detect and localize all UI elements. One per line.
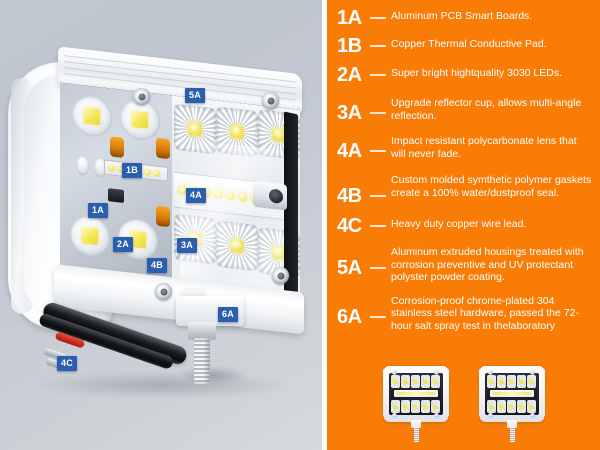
led-pod-thumbnail-right [476,364,548,444]
spec-text: Super bright hightquality 3030 LEDs. [391,67,563,79]
spec-dash-icon [370,74,386,76]
spec-dash-icon [370,195,386,197]
stainless-steel-bolt [194,338,210,384]
spec-item-4a: 4A Impact resistant polycarbonate lens t… [327,133,600,161]
spec-dash-icon [370,45,386,47]
led-light-pod-assembly: 5A 1B 4A 1A 2A 3A 4B 6A 4C [0,0,322,450]
thumb-stud [506,420,517,428]
callout-badge-5a: 5A [185,88,205,103]
callout-badge-2a: 2A [113,237,133,252]
spec-dash-icon [370,112,386,114]
spec-item-5a: 5A Aluminum extruded housings treated wi… [327,244,600,284]
housing-screw [155,283,172,300]
spec-code: 1B [337,35,362,57]
callout-badge-6a: 6A [218,307,238,322]
led-pod-thumbnail-left [380,364,452,444]
spec-text: Copper Thermal Conductive Pad. [391,38,547,50]
spec-item-3a: 3A Upgrade reflector cup, allows multi-a… [327,95,600,123]
led-pad [70,213,110,259]
spec-text: Aluminum extruded housings treated with … [391,246,584,284]
callout-badge-1b: 1B [122,163,142,178]
thumb-bolt [509,427,515,442]
spec-text: Upgrade reflector cup, allows multi-angl… [391,97,582,122]
spec-code: 4A [337,140,362,162]
thumb-side-cap-left [382,368,390,418]
spec-code: 6A [337,305,362,328]
led-pad [72,94,112,139]
spec-dash-icon [370,150,386,152]
spec-text: Impact resistant polycarbonate lens that… [391,135,577,160]
specifications-list: 1A Aluminum PCB Smart Boards. 1B Copper … [327,6,600,335]
callout-badge-1a: 1A [88,203,108,218]
spec-item-1b: 1B Copper Thermal Conductive Pad. [327,36,600,56]
spec-dash-icon [370,225,386,227]
stud-shadow [178,366,248,384]
spec-item-4c: 4C Heavy duty copper wire lead. [327,216,600,236]
pcb-chip [108,188,124,203]
callout-badge-3a: 3A [177,238,197,253]
spec-item-6a: 6A Corrosion-proof chrome-plated 304 sta… [327,293,600,333]
spec-item-2a: 2A Super bright hightquality 3030 LEDs. [327,65,600,85]
spec-code: 2A [337,64,362,86]
thumb-lens-face [484,373,539,415]
housing-screw [272,267,289,284]
spec-item-1a: 1A Aluminum PCB Smart Boards. [327,8,600,28]
reflector-cup [174,103,216,155]
spec-dash-icon [370,17,386,19]
callout-badge-4b: 4B [147,258,167,273]
floor-shadow [36,372,286,398]
extruded-housing [48,41,306,338]
thumb-side-cap-right [441,368,449,418]
side-port [253,180,287,211]
spec-code: 1A [337,7,362,29]
housing-screw [133,88,150,105]
spec-text: Corrosion-proof chrome-plated 304 stainl… [391,294,579,332]
spec-dash-icon [370,315,386,318]
spec-dash-icon [370,267,386,269]
thumb-side-cap-left [478,368,486,418]
spec-text: Aluminum PCB Smart Boards. [391,10,533,22]
housing-screw [262,92,279,109]
spec-text: Custom molded symthetic polymer gaskets … [391,174,592,199]
thumb-stud [410,420,421,428]
thermal-pad-component [110,136,124,158]
thumb-lens-face [388,373,443,415]
callout-badge-4c: 4C [57,356,77,371]
pcb-capacitor [76,154,89,176]
product-thumbnails [327,360,600,444]
stud-nut [188,322,216,340]
spec-code: 4C [337,215,362,237]
callout-badge-4a: 4A [186,188,206,203]
spec-text: Heavy duty copper wire lead. [391,218,527,230]
thermal-pad-component [156,137,170,160]
product-image-panel: 5A 1B 4A 1A 2A 3A 4B 6A 4C [0,0,322,450]
reflector-cup [216,106,258,158]
thumb-bolt [413,427,419,442]
specifications-panel: 1A Aluminum PCB Smart Boards. 1B Copper … [327,0,600,450]
thermal-pad-component [156,205,170,228]
spec-code: 5A [337,257,362,279]
spec-code: 3A [337,102,362,124]
spec-code: 4B [337,185,362,207]
thumb-side-cap-right [537,368,545,418]
spec-item-4b: 4B Custom molded symthetic polymer gaske… [327,172,600,206]
reflector-cup [216,220,258,272]
panel-divider [322,0,327,450]
